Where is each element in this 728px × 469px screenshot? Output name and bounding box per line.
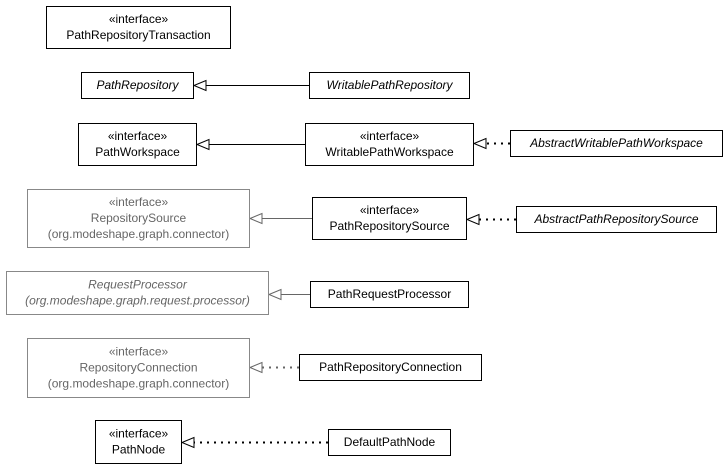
stereotype-label: «interface» [360, 129, 420, 143]
class-box [310, 281, 469, 308]
class-name: AbstractWritablePathWorkspace [529, 136, 703, 150]
relation-implements [180, 436, 328, 449]
class-path-request-processor: PathRequestProcessor [310, 281, 469, 308]
class-default-path-node: DefaultPathNode [328, 429, 451, 456]
class-path-repository: PathRepository [81, 72, 194, 99]
stereotype-label: «interface» [109, 427, 169, 441]
class-box [27, 338, 250, 398]
relation-implements [472, 137, 510, 150]
generalization-arrowhead [465, 213, 480, 226]
stereotype-label: «interface» [109, 195, 169, 209]
class-box [516, 206, 717, 233]
class-path-repository-source: «interface» PathRepositorySource [312, 197, 467, 240]
stereotype-label: «interface» [109, 345, 169, 359]
relation-implements [465, 213, 516, 226]
class-name: RequestProcessor [88, 278, 188, 292]
class-box [46, 6, 231, 49]
class-box [328, 429, 451, 456]
relation-extends [248, 212, 312, 225]
class-name: AbstractPathRepositorySource [533, 212, 698, 226]
class-writable-path-repository: WritablePathRepository [309, 72, 470, 99]
class-box [305, 123, 474, 166]
relation-implements [248, 361, 299, 374]
class-writable-path-workspace: «interface» WritablePathWorkspace [305, 123, 474, 166]
class-request-processor: RequestProcessor (org.modeshape.graph.req… [6, 271, 269, 315]
class-box [81, 72, 194, 99]
class-box [510, 130, 723, 157]
class-path-node: «interface» PathNode [95, 420, 182, 464]
generalization-arrowhead [180, 436, 195, 449]
class-name: PathRepositoryConnection [319, 360, 462, 374]
class-name: DefaultPathNode [344, 435, 436, 449]
generalization-arrowhead [195, 138, 210, 151]
relation-extends [267, 288, 310, 301]
relation-extends [195, 138, 305, 151]
class-path-repository-transaction: «interface» PathRepositoryTransaction [46, 6, 231, 49]
generalization-arrowhead [472, 137, 487, 150]
class-abstract-path-repository-source: AbstractPathRepositorySource [516, 206, 717, 233]
class-repository-source: «interface» RepositorySource (org.modeshap… [27, 189, 250, 248]
relations [180, 79, 516, 449]
generalization-arrowhead [192, 79, 207, 92]
stereotype-label: «interface» [360, 203, 420, 217]
class-box [299, 354, 482, 381]
class-abstract-writable-path-workspace: AbstractWritablePathWorkspace [510, 130, 723, 157]
class-name: PathRequestProcessor [328, 287, 451, 301]
stereotype-label: «interface» [108, 129, 168, 143]
generalization-arrowhead [248, 212, 263, 225]
stereotype-label: «interface» [109, 12, 169, 26]
generalization-arrowhead [248, 361, 263, 374]
classes: «interface» PathRepositoryTransactionPath… [6, 6, 723, 464]
package-label: (org.modeshape.graph.connector) [48, 227, 229, 241]
class-name: WritablePathRepository [326, 78, 453, 92]
class-box [6, 271, 269, 315]
class-path-repository-connection: PathRepositoryConnection [299, 354, 482, 381]
class-name: RepositorySource [91, 211, 187, 225]
class-box [95, 420, 182, 464]
class-box [27, 189, 250, 248]
class-path-workspace: «interface» PathWorkspace [78, 123, 197, 166]
class-box [309, 72, 470, 99]
class-name: PathRepository [96, 78, 179, 92]
class-name: WritablePathWorkspace [325, 145, 454, 159]
package-label: (org.modeshape.graph.connector) [48, 377, 229, 391]
class-box [78, 123, 197, 166]
class-box [312, 197, 467, 240]
generalization-arrowhead [267, 288, 282, 301]
class-name: PathRepositoryTransaction [66, 28, 210, 42]
class-name: PathNode [112, 443, 166, 457]
relation-extends [192, 79, 309, 92]
class-name: RepositoryConnection [79, 361, 197, 375]
class-name: PathWorkspace [95, 145, 180, 159]
class-repository-connection: «interface» RepositoryConnection (org.mode… [27, 338, 250, 398]
package-label: (org.modeshape.graph.request.processor) [25, 294, 250, 308]
class-name: PathRepositorySource [329, 219, 449, 233]
